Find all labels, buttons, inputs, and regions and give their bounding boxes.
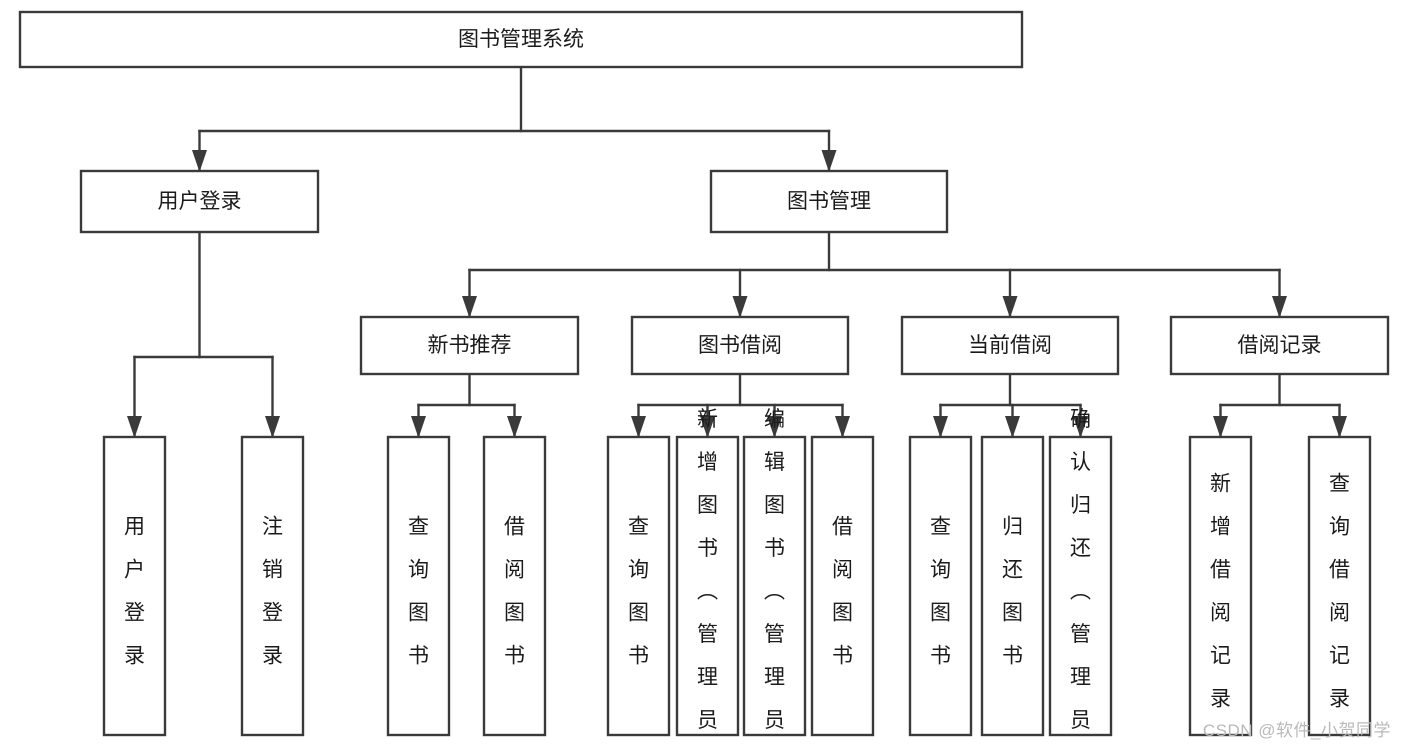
arrow-book-borrow-leaf-add-book	[700, 416, 715, 438]
arrow-current-borrow-leaf-return-book	[1005, 416, 1020, 438]
node-box-leaf-borrow-book-2	[810, 435, 875, 737]
node-label-leaf-query-book-2: 查询图书	[628, 516, 649, 668]
node-label-leaf-logout: 注销登录	[262, 516, 283, 668]
arrow-user-login-leaf-logout	[265, 416, 280, 438]
node-label-root: 图书管理系统	[458, 28, 584, 51]
node-label-leaf-user-login: 用户登录	[124, 516, 145, 668]
node-box-new-book-recommend	[359, 315, 580, 376]
arrow-book-manage-borrow-record	[1272, 296, 1287, 318]
node-label-user-login: 用户登录	[158, 190, 242, 213]
arrow-book-borrow-leaf-borrow-book-2	[835, 416, 850, 438]
node-box-root	[18, 10, 1024, 69]
node-leaf-return-book[interactable]: 归还图书	[980, 435, 1045, 737]
arrow-book-manage-book-borrow	[732, 296, 748, 318]
node-label-borrow-record: 借阅记录	[1238, 334, 1322, 357]
arrow-book-manage-current-borrow	[1002, 296, 1018, 318]
arrow-new-book-recommend-leaf-borrow-book-1	[507, 416, 522, 438]
csdn-watermark: CSDN @软件_小贺同学	[1202, 721, 1391, 740]
node-box-leaf-logout	[240, 435, 305, 737]
node-book-manage[interactable]: 图书管理	[709, 169, 949, 234]
node-leaf-confirm-return[interactable]: 确认归还︵管理员︶	[1048, 408, 1113, 747]
node-leaf-query-book-1[interactable]: 查询图书	[386, 435, 451, 737]
node-new-book-recommend[interactable]: 新书推荐	[359, 315, 580, 376]
node-label-leaf-borrow-book-1: 借阅图书	[504, 516, 525, 668]
node-leaf-borrow-book-1[interactable]: 借阅图书	[482, 435, 547, 737]
node-user-login[interactable]: 用户登录	[79, 169, 320, 234]
node-label-leaf-query-book-3: 查询图书	[930, 516, 951, 668]
node-box-leaf-query-book-3	[908, 435, 973, 737]
arrow-book-manage-new-book-recommend	[462, 296, 477, 318]
node-label-leaf-confirm-return: 确认归还︵管理员︶	[1070, 408, 1091, 747]
arrow-current-borrow-leaf-query-book-3	[933, 416, 948, 438]
node-box-leaf-return-book	[980, 435, 1045, 737]
node-box-user-login	[79, 169, 320, 234]
arrow-book-borrow-leaf-edit-book	[767, 416, 782, 438]
node-box-leaf-query-book-1	[386, 435, 451, 737]
node-box-book-borrow	[630, 315, 850, 376]
node-box-leaf-add-record	[1188, 435, 1253, 737]
node-leaf-add-book[interactable]: 新增图书︵管理员︶	[675, 408, 740, 747]
node-box-leaf-add-book	[675, 435, 740, 737]
node-box-borrow-record	[1169, 315, 1390, 376]
node-box-current-borrow	[900, 315, 1120, 376]
node-label-leaf-return-book: 归还图书	[1002, 516, 1023, 668]
arrow-current-borrow-leaf-confirm-return	[1073, 416, 1088, 438]
node-box-book-manage	[709, 169, 949, 234]
node-leaf-borrow-book-2[interactable]: 借阅图书	[810, 435, 875, 737]
arrow-user-login-leaf-user-login	[127, 416, 142, 438]
node-label-leaf-add-book: 新增图书︵管理员︶	[697, 408, 718, 747]
node-label-leaf-borrow-book-2: 借阅图书	[832, 516, 853, 668]
arrow-book-borrow-leaf-query-book-2	[631, 416, 646, 438]
node-leaf-logout[interactable]: 注销登录	[240, 435, 305, 737]
node-box-leaf-query-book-2	[606, 435, 671, 737]
node-book-borrow[interactable]: 图书借阅	[630, 315, 850, 376]
arrow-borrow-record-leaf-add-record	[1213, 416, 1228, 438]
node-layer: 图书管理系统用户登录图书管理新书推荐图书借阅当前借阅借阅记录用户登录注销登录查询…	[18, 10, 1390, 747]
node-leaf-query-book-3[interactable]: 查询图书	[908, 435, 973, 737]
node-label-leaf-query-record: 查询借阅记录	[1329, 473, 1350, 711]
arrow-borrow-record-leaf-query-record	[1332, 416, 1347, 438]
node-leaf-query-book-2[interactable]: 查询图书	[606, 435, 671, 737]
node-box-leaf-confirm-return	[1048, 435, 1113, 737]
arrow-root-book-manage	[821, 150, 837, 172]
node-leaf-user-login[interactable]: 用户登录	[102, 435, 167, 737]
node-label-current-borrow: 当前借阅	[968, 334, 1052, 357]
arrow-root-user-login	[192, 150, 207, 172]
node-label-leaf-add-record: 新增借阅记录	[1210, 473, 1231, 711]
arrow-new-book-recommend-leaf-query-book-1	[411, 416, 426, 438]
node-box-leaf-query-record	[1307, 435, 1372, 737]
connector-layer	[127, 65, 1347, 438]
node-box-leaf-borrow-book-1	[482, 435, 547, 737]
node-box-leaf-edit-book	[742, 435, 807, 737]
node-label-leaf-query-book-1: 查询图书	[408, 516, 429, 668]
node-label-new-book-recommend: 新书推荐	[428, 334, 512, 357]
node-root[interactable]: 图书管理系统	[18, 10, 1024, 69]
node-current-borrow[interactable]: 当前借阅	[900, 315, 1120, 376]
node-label-leaf-edit-book: 编辑图书︵管理员︶	[764, 408, 785, 747]
node-box-leaf-user-login	[102, 435, 167, 737]
node-label-book-borrow: 图书借阅	[698, 334, 782, 357]
node-leaf-add-record[interactable]: 新增借阅记录	[1188, 435, 1253, 737]
node-borrow-record[interactable]: 借阅记录	[1169, 315, 1390, 376]
node-leaf-edit-book[interactable]: 编辑图书︵管理员︶	[742, 408, 807, 747]
node-label-book-manage: 图书管理	[787, 190, 871, 213]
node-leaf-query-record[interactable]: 查询借阅记录	[1307, 435, 1372, 737]
